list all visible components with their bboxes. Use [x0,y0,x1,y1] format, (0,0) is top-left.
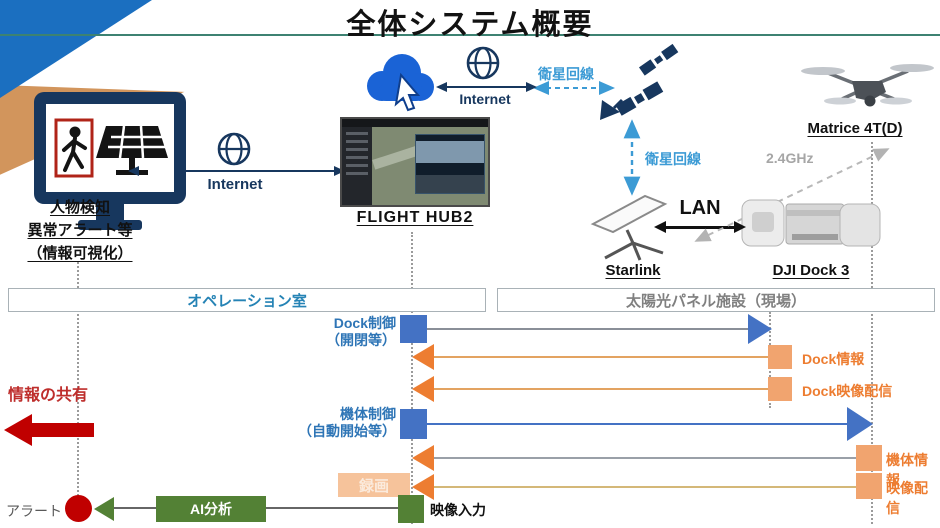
wifi-dashed-arrow [694,148,890,242]
dock-info-line [434,356,770,358]
flighthub-sidebar [342,127,372,205]
starlink-label: Starlink [605,262,661,279]
drone-label: Matrice 4T(D) [807,120,903,137]
monitor-caption: 人物検知 異常アラート等 （情報可視化） [0,196,160,265]
drone-control-square [400,409,427,439]
alert-label: アラート [6,503,62,519]
zone-operation-room: オペレーション室 [8,288,486,312]
satellite-link-vertical-arrow [623,119,641,196]
internet-cloud-line [442,86,530,88]
video-stream-square [856,473,882,499]
flighthub-screenshot [340,117,490,207]
internet-left-label: Internet [207,176,263,193]
video-stream-line [434,486,856,488]
caption-alert: 異常アラート等 [27,222,133,239]
arrowhead-right-icon [334,166,345,176]
alert-dot [65,495,92,522]
arrowhead-left-icon [412,474,434,500]
dock-control-line [427,328,749,330]
globe-icon [466,46,500,80]
wifi-label: 2.4GHz [766,150,814,166]
share-info-label: 情報の共有 [8,387,89,404]
arrowhead-right-icon [847,407,873,441]
title-underline [0,34,940,36]
drone-control-line [427,423,849,425]
video-stream-label: 映像配信 [886,480,928,516]
drone-control-label: 機体制御 （自動開始等） [298,406,396,439]
share-info-red-arrow [4,414,94,446]
flighthub-video-window [415,134,485,194]
dock-image [741,199,881,247]
video-input-square [398,495,424,523]
arrowhead-right-icon [748,314,772,344]
dock-label: DJI Dock 3 [772,262,850,279]
drone-info-label: 機体情報 [886,452,928,488]
internet-left-line [134,170,338,172]
caption-visualization: （情報可視化） [27,245,133,262]
satellite-link-dashed-arrow [533,81,615,95]
dock-control-label: Dock制御 （開閉等） [326,315,396,348]
globe-icon [217,132,251,166]
drone-info-square [856,445,882,471]
arrowhead-left-icon [412,344,434,370]
dock-control-square [400,315,427,343]
caption-person-detection: 人物検知 [49,199,110,216]
flighthub-label: FLIGHT HUB2 [356,209,474,226]
dock-info-label: Dock情報 [802,351,865,367]
starlink-dish-icon [590,194,668,261]
arrowhead-left-icon [654,221,666,233]
monitor-icon [34,92,186,230]
page-title: 全体システム概要 [346,9,594,41]
arrowhead-left-icon [412,376,434,402]
dotted-line-drone [871,142,873,524]
arrowhead-left-icon [412,445,434,471]
ai-analysis-box: AI分析 [156,496,266,522]
flighthub-topbar [342,119,488,127]
zone-site: 太陽光パネル施設（現場） [497,288,935,312]
drone-image [801,64,934,107]
person-detect-icon [54,118,94,178]
arrowhead-right-icon [734,221,746,233]
dock-video-line [434,388,770,390]
arrowhead-right-icon [526,82,537,92]
satellite-link-top-label: 衛星回線 [538,66,594,82]
arrowhead-left-icon [436,82,447,92]
cloud-icon [367,54,434,112]
internet-cloud-label: Internet [459,91,511,107]
video-input-label: 映像入力 [430,502,486,518]
lan-label: LAN [679,197,721,219]
dock-info-square [768,345,792,369]
dotted-line-monitor [77,262,79,496]
arrowhead-left-icon [94,497,114,521]
recording-box: 録画 [338,473,410,497]
satellite-link-vertical-label: 衛星回線 [645,151,701,167]
dock-video-label: Dock映像配信 [802,383,893,399]
arrowhead-left-icon [128,166,139,176]
drone-info-line [434,457,856,459]
dock-video-square [768,377,792,401]
satellite-icon [600,42,680,120]
